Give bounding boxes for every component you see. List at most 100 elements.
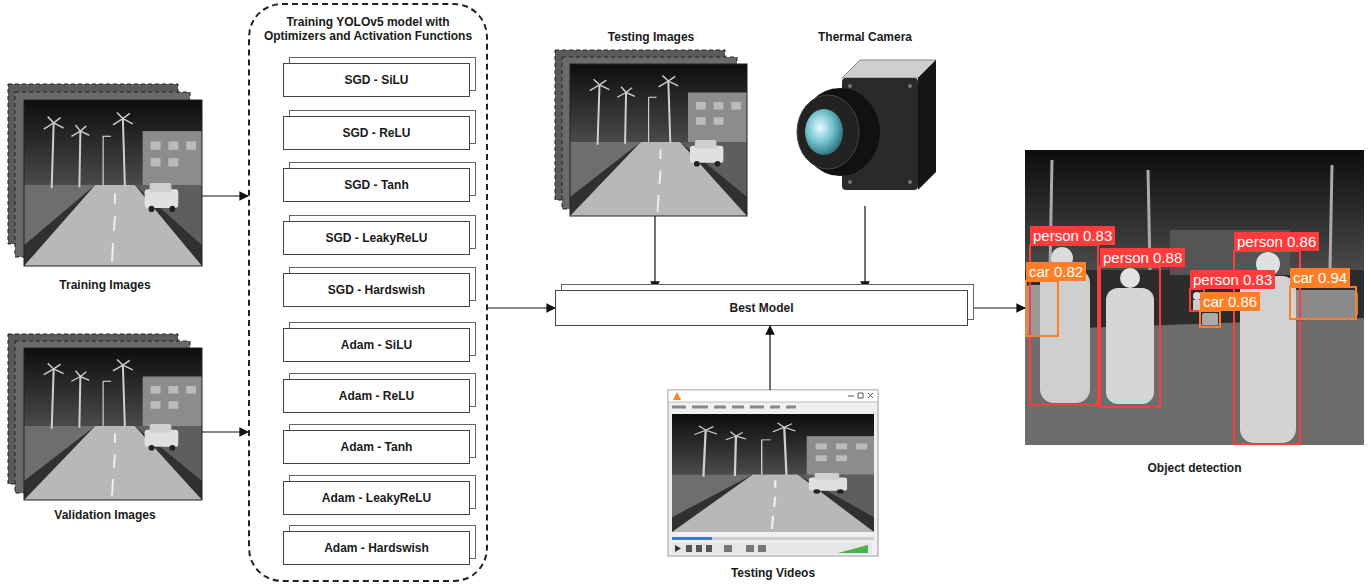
detection-tag: person 0.83 (1030, 226, 1115, 245)
detection-result-figure-part (1290, 287, 1356, 319)
node-label: Adam - SiLU (341, 338, 412, 352)
validation-image-stack-part (24, 348, 202, 500)
node-label: Testing Images (608, 30, 694, 44)
training-image-stack-part (24, 100, 202, 266)
detection-result-figure-part (1202, 313, 1218, 325)
node-label: SGD - Tanh (344, 178, 408, 192)
media-player-figure-part (848, 393, 873, 398)
thermal-camera-figure-part (908, 180, 912, 184)
testing-image-stack-part (570, 64, 747, 216)
flow-arrow (769, 326, 770, 390)
node-label: Adam - Tanh (341, 440, 413, 454)
flow-arrow (202, 431, 248, 432)
process-box: Adam - SiLU (283, 328, 470, 362)
training-image-stack (8, 84, 202, 266)
media-player-figure-part (673, 392, 681, 400)
thermal-camera-figure-part (797, 95, 859, 169)
image-node: Training Images (8, 84, 202, 292)
node-label: Validation Images (54, 508, 155, 522)
media-player-figure-part (668, 390, 878, 556)
detection-tag: car 0.82 (1026, 262, 1086, 281)
detection-result-figure-part (1200, 311, 1220, 327)
media-player-figure-part (686, 545, 692, 552)
flow-arrow (488, 307, 555, 308)
thermal-camera-figure-part (805, 109, 843, 155)
node-label: SGD - SiLU (344, 73, 408, 87)
process-box: Adam - Hardswish (283, 531, 470, 565)
media-player-figure-part (758, 545, 766, 552)
thermal-camera-figure-part (848, 180, 852, 184)
training-image-stack-part (24, 100, 202, 266)
thermal-camera-figure (797, 60, 936, 190)
dashed-group: Training YOLOv5 model with Optimizers an… (248, 3, 488, 582)
detection-result-figure-part (1026, 281, 1058, 336)
node-label: Adam - Hardswish (324, 541, 429, 555)
process-box: SGD - Hardswish (283, 273, 470, 307)
media-player-figure-part (672, 543, 872, 554)
detection-result-figure-part (1120, 268, 1140, 288)
media-player-figure-part (668, 390, 878, 402)
process-box: SGD - LeakyReLU (283, 221, 470, 255)
process-box: Adam - LeakyReLU (283, 481, 470, 515)
detection-label: car 0.94 (1293, 268, 1347, 287)
detection-label: person 0.83 (1193, 270, 1272, 289)
detection-label: person 0.83 (1033, 226, 1112, 245)
media-player-figure-part (696, 545, 702, 552)
detection-result-figure-part (1288, 290, 1358, 318)
detection-tag: person 0.86 (1234, 232, 1319, 251)
node-label: SGD - LeakyReLU (325, 231, 427, 245)
process-box: SGD - Tanh (283, 168, 470, 202)
testing-image-stack (555, 50, 747, 216)
media-player-figure-part (672, 406, 796, 409)
process-box: Adam - Tanh (283, 430, 470, 464)
detection-tag: car 0.86 (1200, 292, 1260, 311)
flow-arrow (968, 307, 1025, 308)
model-box: Best Model (555, 290, 968, 326)
process-box: SGD - ReLU (283, 116, 470, 150)
detection-tag: car 0.94 (1290, 268, 1350, 287)
detection-label: person 0.88 (1103, 248, 1182, 267)
process-box: Adam - ReLU (283, 379, 470, 413)
camera-node: Thermal Camera (790, 30, 940, 206)
detection-result-figure-part (1106, 288, 1154, 404)
media-player-figure-part (746, 545, 754, 552)
detection-tag: person 0.88 (1100, 248, 1185, 267)
thermal-camera-figure-part (918, 60, 936, 190)
node-label: Adam - LeakyReLU (322, 491, 431, 505)
node-label: Training Images (59, 278, 150, 292)
node-label: Training YOLOv5 model with Optimizers an… (255, 15, 481, 44)
media-player-figure-part (706, 545, 712, 552)
detection-result-figure (1025, 150, 1364, 445)
node-label: Adam - ReLU (339, 389, 414, 403)
process-box: SGD - SiLU (283, 63, 470, 97)
testing-image-stack-part (570, 64, 747, 216)
node-label: Testing Videos (731, 566, 815, 580)
detection-result-figure-part (1030, 245, 1098, 405)
media-player-figure-part (724, 545, 732, 552)
detection-label: car 0.82 (1029, 262, 1083, 281)
media-player-figure-part (838, 545, 868, 553)
thermal-camera-figure-part (908, 84, 912, 88)
node-label: Thermal Camera (818, 30, 912, 44)
image-node: Testing Images (555, 30, 747, 216)
media-player-figure (668, 390, 878, 556)
video-node: Testing Videos (668, 390, 878, 580)
flow-arrow (202, 195, 248, 196)
media-player-figure-part (672, 537, 874, 540)
validation-image-stack-part (24, 348, 202, 500)
media-player-figure-part (675, 545, 681, 552)
image-node: Validation Images (8, 334, 202, 522)
detection-tag: person 0.83 (1190, 270, 1275, 289)
detection-result-figure-part (1100, 267, 1160, 407)
node-label: SGD - Hardswish (328, 283, 425, 297)
media-player-figure-part (672, 414, 874, 532)
detection-result-figure-part (1025, 150, 1364, 445)
detection-label: person 0.86 (1237, 232, 1316, 251)
detection-label: car 0.86 (1203, 292, 1257, 311)
image-node: Object detection (1025, 150, 1364, 475)
node-label: Object detection (1147, 461, 1241, 475)
validation-image-stack (8, 334, 202, 500)
node-label: SGD - ReLU (342, 126, 410, 140)
